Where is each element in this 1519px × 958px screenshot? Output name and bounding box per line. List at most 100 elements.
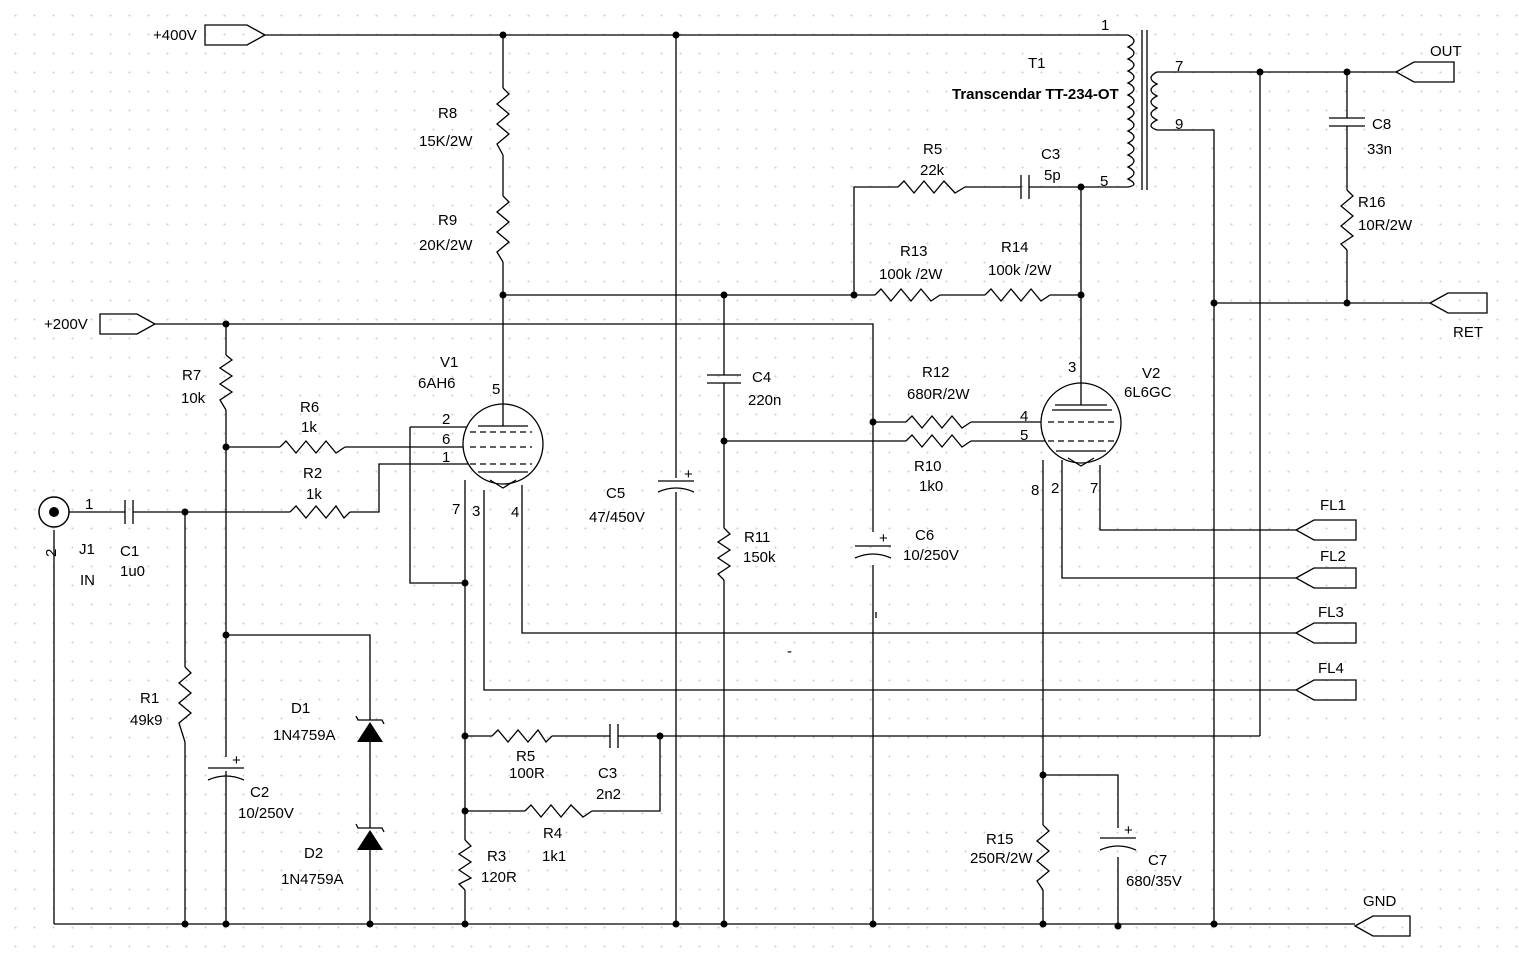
capacitor-c2: + [207,752,245,781]
flag-plus400v [204,24,267,46]
pin-v1-4: 4 [511,504,519,521]
capacitor-c7: + [1099,822,1137,851]
resistor-r2 [289,504,351,520]
tube-v1 [462,403,544,489]
capacitor-c3-2n2 [609,724,619,748]
transformer-t1 [1081,30,1159,190]
flag-out [1394,61,1455,83]
label-c7-ref: C7 [1148,852,1167,869]
flag-gnd [1353,915,1411,937]
label-r9-value: 20K/2W [419,237,473,254]
pin-v2-5: 5 [1020,427,1028,444]
label-r15-value: 250R/2W [970,850,1033,867]
label-r5a-value: 22k [920,162,945,179]
resistor-r4 [524,803,593,819]
resistor-r13 [874,287,941,303]
label-c6-value: 10/250V [903,547,959,564]
label-r14-ref: R14 [1001,239,1029,256]
label-r5a-ref: R5 [923,141,942,158]
label-t1-ref: T1 [1028,55,1046,72]
pin-t1-5: 5 [1100,173,1108,190]
label-c2-ref: C2 [250,784,269,801]
label-r4-value: 1k1 [542,848,566,865]
flag-ret [1428,292,1488,314]
label-r7-ref: R7 [182,367,201,384]
label-r13-value: 100k /2W [879,266,943,283]
resistors [177,87,1355,891]
label-r11-ref: R11 [744,529,770,546]
label-r8-value: 15K/2W [419,133,473,150]
pin-v1-5: 5 [492,381,500,398]
resistor-r5-feedback [897,179,966,195]
pin-j1-1: 1 [85,496,93,513]
zener-d2 [355,823,385,850]
label-r7-value: 10k [181,390,206,407]
capacitor-c5: + [657,466,695,493]
pin-v2-8: 8 [1031,482,1039,499]
resistor-r5-cathode [491,728,553,744]
label-d2-value: 1N4759A [281,871,344,888]
component-labels: R8 15K/2W R9 20K/2W R5 22k C3 5p R13 100… [79,55,1413,890]
pin-j1-2: 2 [43,549,60,557]
label-c3b-value: 2n2 [596,786,621,803]
input-jack-j1 [38,496,70,528]
resistor-r1 [177,666,193,743]
label-r5b-value: 100R [509,765,545,782]
net-label-plus200v: +200V [44,316,88,333]
resistor-r12 [905,414,972,430]
label-r11-value: 150k [743,549,776,566]
capacitor-c1 [124,500,134,524]
flag-fl2 [1294,567,1357,589]
label-r1-value: 49k9 [130,712,163,729]
resistor-r8 [495,87,511,156]
pin-v2-4: 4 [1020,408,1028,425]
label-d1-value: 1N4759A [273,727,336,744]
net-label-fl4: FL4 [1318,660,1344,677]
label-c6-ref: C6 [915,527,934,544]
label-r6-value: 1k [301,419,317,436]
label-c5-value: 47/450V [589,509,645,526]
label-r14-value: 100k /2W [988,262,1052,279]
pin-v2-7: 7 [1090,480,1098,497]
resistor-r6 [279,439,346,455]
capacitors: + + + + [124,117,1365,851]
label-v1-ref: V1 [440,354,458,371]
label-j1-value: IN [80,572,95,589]
label-r12-value: 680R/2W [907,386,970,403]
label-r16-value: 10R/2W [1358,217,1413,234]
net-label-plus400v: +400V [153,27,197,44]
net-label-fl2: FL2 [1320,548,1346,565]
label-c4-ref: C4 [752,369,771,386]
label-r2-ref: R2 [303,465,322,482]
label-v2-value: 6L6GC [1124,384,1172,401]
label-c1-value: 1u0 [120,563,145,580]
label-r4-ref: R4 [543,825,562,842]
label-c4-value: 220n [748,392,781,409]
label-r2-value: 1k [306,486,322,503]
label-r13-ref: R13 [900,243,928,260]
pin-v1-7: 7 [452,501,460,518]
resistor-r14 [984,287,1051,303]
pin-v1-3: 3 [472,503,480,520]
svg-text:+: + [232,752,241,769]
label-r9-ref: R9 [438,212,457,229]
label-r3-value: 120R [481,869,517,886]
flag-fl3 [1294,622,1357,644]
pin-v1-1: 1 [442,449,450,466]
net-label-gnd: GND [1363,893,1397,910]
net-label-out: OUT [1430,43,1462,60]
stray-mark: - [787,643,792,660]
zener-d1 [355,715,385,742]
wires [53,34,1430,926]
resistor-r16 [1339,189,1355,251]
capacitor-c4 [707,374,741,384]
svg-text:+: + [684,466,693,483]
label-c7-value: 680/35V [1126,873,1182,890]
junction-dots [181,31,1351,930]
net-label-fl1: FL1 [1320,497,1346,514]
label-r5b-ref: R5 [516,748,535,765]
flag-plus200v [99,313,157,335]
label-t1-value: Transcendar TT-234-OT [952,86,1119,103]
label-c2-value: 10/250V [238,805,294,822]
